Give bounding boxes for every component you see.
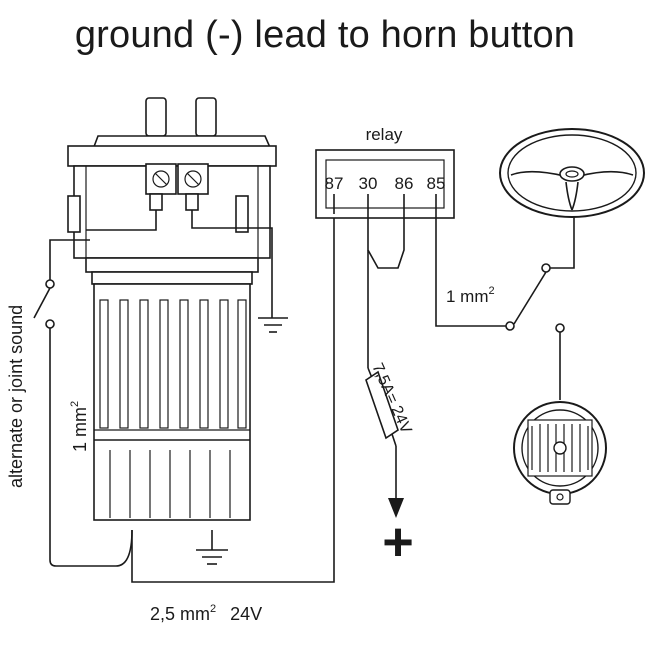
switch-side-label: alternate or joint sound — [6, 305, 26, 488]
relay-pin-87: 87 — [325, 174, 344, 193]
wire-right-gauge: 1 mm2 — [446, 285, 495, 306]
relay-pin-86: 86 — [395, 174, 414, 193]
ground-icon — [196, 530, 228, 565]
fuse-icon — [365, 367, 399, 447]
compressor-icon — [67, 97, 277, 521]
relay-pin-30: 30 — [359, 174, 378, 193]
svg-text:1 mm2: 1 mm2 — [69, 401, 90, 452]
relay-box — [315, 149, 455, 219]
horn-speaker-icon — [513, 401, 607, 505]
switch-icon — [505, 263, 565, 333]
diagram-title: ground (-) lead to horn button — [74, 14, 576, 56]
relay-pins: 87 30 86 85 — [325, 174, 446, 214]
ground-icon — [258, 317, 288, 333]
relay-label: relay — [366, 125, 403, 144]
relay-pin-85: 85 — [427, 174, 446, 193]
wire-left-gauge: 1 mm2 — [69, 401, 90, 452]
positive-terminal-label: + — [382, 512, 414, 572]
steering-wheel-icon — [499, 128, 645, 218]
switch-icon — [33, 279, 55, 329]
